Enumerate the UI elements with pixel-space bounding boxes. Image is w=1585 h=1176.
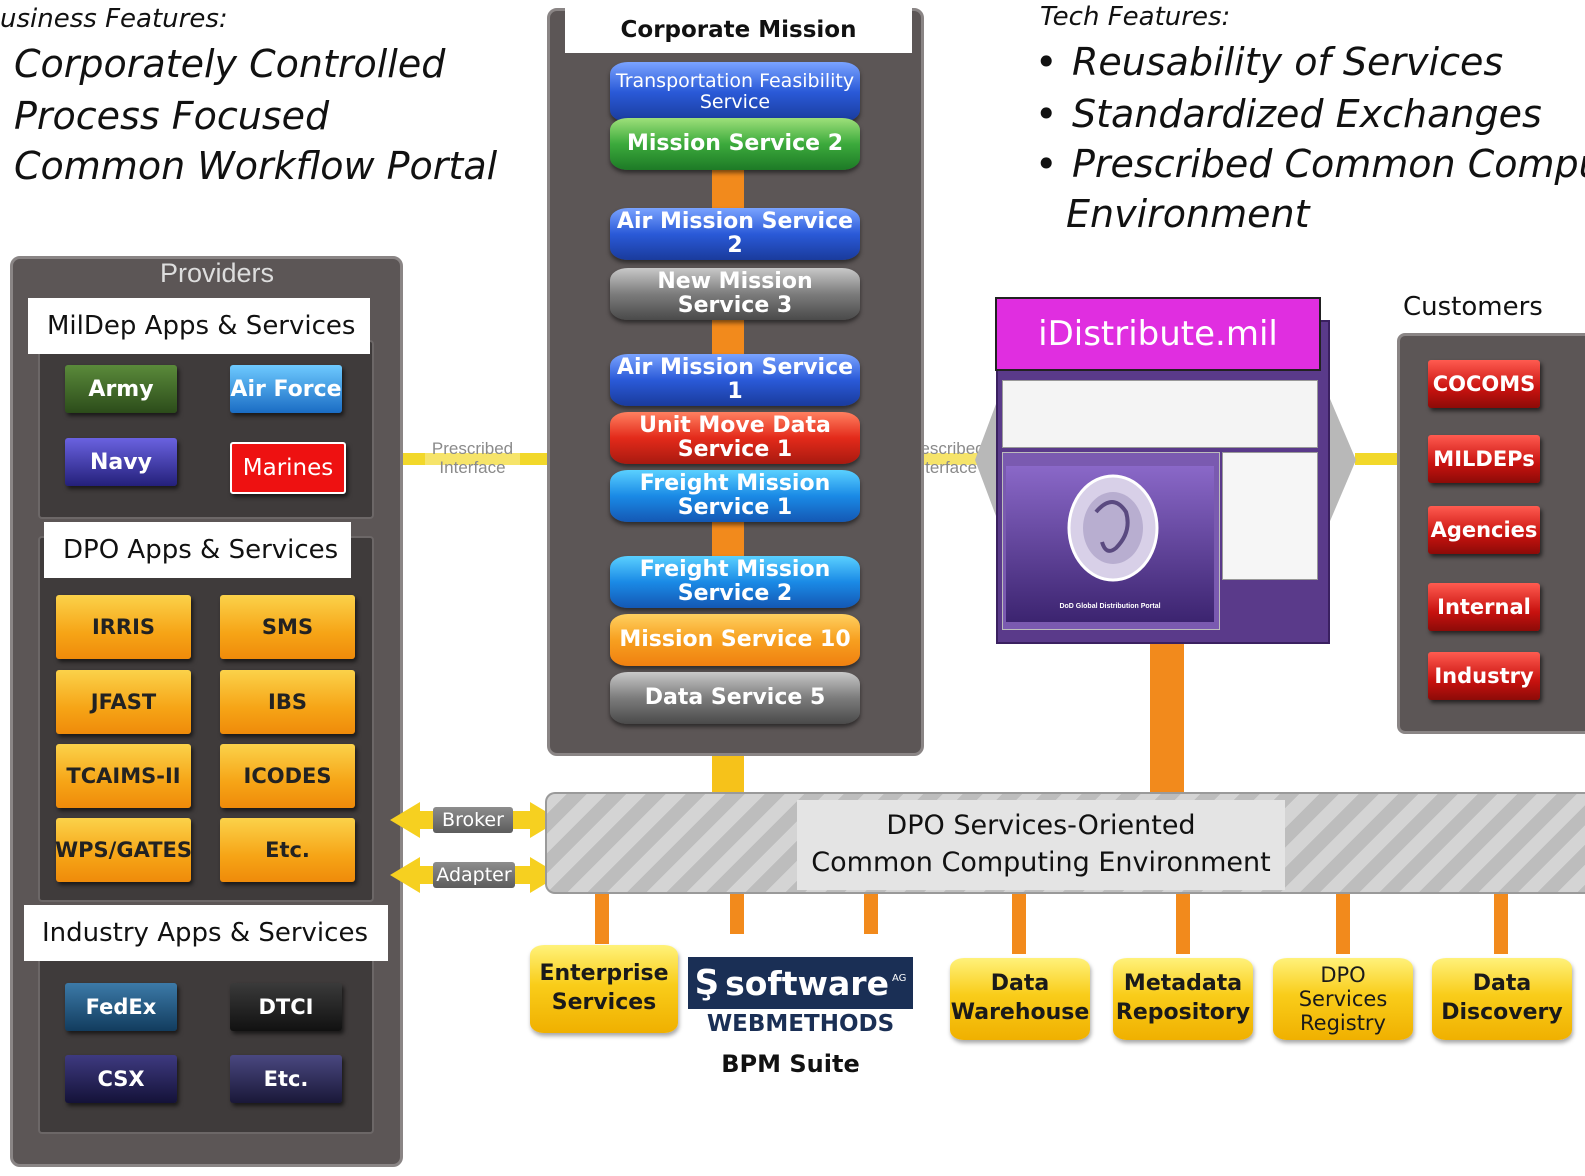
business-feature-item: Common Workflow Portal <box>14 144 498 188</box>
corporate-title: Corporate Mission Services <box>565 8 912 88</box>
customer-cocoms-button[interactable]: COCOMS <box>1428 360 1540 408</box>
tech-feature-bullet: • <box>1035 40 1058 84</box>
repo-connector <box>1012 894 1026 954</box>
service-air-mission-1[interactable]: Air Mission Service 1 <box>610 354 860 406</box>
repo-connector <box>595 894 609 944</box>
customer-mildeps-button[interactable]: MILDEPs <box>1428 435 1540 483</box>
provider-marines-button[interactable]: Marines <box>230 442 346 494</box>
service-data-5[interactable]: Data Service 5 <box>610 672 860 724</box>
soa-label-line1: DPO Services-Oriented <box>886 810 1196 841</box>
customer-industry-button[interactable]: Industry <box>1428 652 1540 700</box>
metadata-repository-db[interactable]: Metadata Repository <box>1113 958 1253 1040</box>
business-feature-item: Process Focused <box>14 94 330 138</box>
mildep-title: MilDep Apps & Services <box>28 298 370 354</box>
prescribed-interface-label-left: Prescribed Interface <box>425 439 520 478</box>
dpo-tcaims-button[interactable]: TCAIMS-II <box>56 744 191 808</box>
adapter-label: Adapter <box>433 862 515 888</box>
dpo-wps-gates-button[interactable]: WPS/GATES <box>55 818 192 882</box>
portal-caption: DoD Global Distribution Portal <box>1059 603 1161 610</box>
industry-fedex-button[interactable]: FedEx <box>65 983 177 1031</box>
tech-feature-item: Environment <box>1066 192 1310 236</box>
soa-label-box <box>797 800 1285 890</box>
industry-apps-title: Industry Apps & Services <box>24 905 388 961</box>
provider-navy-button[interactable]: Navy <box>65 438 177 486</box>
repo-connector <box>730 894 744 934</box>
providers-title: Providers <box>160 258 275 288</box>
soa-label-line2: Common Computing Environment <box>811 847 1271 878</box>
software-brand-text: software <box>725 963 889 1003</box>
bpm-suite-label: BPM Suite <box>721 1050 860 1078</box>
service-unit-move-data-1[interactable]: Unit Move Data Service 1 <box>610 412 860 464</box>
dpo-services-registry-db[interactable]: DPO Services Registry <box>1273 958 1413 1040</box>
dpo-icodes-button[interactable]: ICODES <box>220 744 355 808</box>
repo-connector <box>1494 894 1508 954</box>
repo-connector <box>1176 894 1190 954</box>
tech-feature-item: Reusability of Services <box>1072 40 1504 84</box>
tech-features-title: Tech Features: <box>1040 2 1231 32</box>
distribution-seal-icon <box>1067 474 1159 582</box>
interface-line-customers <box>1355 453 1400 465</box>
industry-dtci-button[interactable]: DTCI <box>230 983 342 1031</box>
provider-air-force-button[interactable]: Air Force <box>230 365 342 413</box>
dpo-sms-button[interactable]: SMS <box>220 595 355 659</box>
broker-label: Broker <box>433 807 513 833</box>
software-s-icon: Ş <box>694 963 720 1003</box>
enterprise-services-db[interactable]: Enterprise Services <box>530 945 678 1033</box>
software-ag-logo: Ş software AG <box>688 957 913 1009</box>
customer-internal-button[interactable]: Internal <box>1428 583 1540 631</box>
webmethods-label: WEBMETHODS <box>706 1011 895 1037</box>
repo-connector <box>1336 894 1350 954</box>
industry-etc-button[interactable]: Etc. <box>230 1055 342 1103</box>
portal-connector <box>1150 638 1184 798</box>
service-air-mission-2[interactable]: Air Mission Service 2 <box>610 208 860 260</box>
industry-apps-box <box>38 950 374 1134</box>
service-mission-2[interactable]: Mission Service 2 <box>610 118 860 170</box>
service-new-mission-3[interactable]: New Mission Service 3 <box>610 268 860 320</box>
portal-signin-panel <box>1222 452 1318 580</box>
customer-agencies-button[interactable]: Agencies <box>1428 506 1540 554</box>
dpo-apps-title: DPO Apps & Services <box>44 522 351 578</box>
data-warehouse-db[interactable]: Data Warehouse <box>950 958 1090 1040</box>
tech-feature-bullet: • <box>1035 142 1058 186</box>
dpo-jfast-button[interactable]: JFAST <box>56 670 191 734</box>
tech-feature-item: Standardized Exchanges <box>1072 92 1542 136</box>
customers-title: Customers <box>1403 292 1543 322</box>
service-connector <box>712 315 744 360</box>
portal-chevron-right <box>1322 380 1356 540</box>
service-mission-10[interactable]: Mission Service 10 <box>610 614 860 666</box>
data-discovery-db[interactable]: Data Discovery <box>1432 958 1572 1040</box>
service-freight-mission-2[interactable]: Freight Mission Service 2 <box>610 556 860 608</box>
business-features-title: usiness Features: <box>0 4 228 34</box>
provider-army-button[interactable]: Army <box>65 365 177 413</box>
business-feature-item: Corporately Controlled <box>14 42 446 86</box>
service-transportation-feasibility[interactable]: Transportation Feasibility Service <box>610 62 860 122</box>
service-freight-mission-1[interactable]: Freight Mission Service 1 <box>610 470 860 522</box>
dpo-ibs-button[interactable]: IBS <box>220 670 355 734</box>
interface-line-left <box>400 453 550 465</box>
tech-feature-bullet: • <box>1035 92 1058 136</box>
portal-title-bar: iDistribute.mil <box>995 297 1321 371</box>
service-connector <box>712 165 744 215</box>
software-ag-text: AG <box>891 972 907 984</box>
tech-feature-item: Prescribed Common Computin <box>1072 142 1585 186</box>
dpo-etc-button[interactable]: Etc. <box>220 818 355 882</box>
industry-csx-button[interactable]: CSX <box>65 1055 177 1103</box>
portal-announcements <box>1002 380 1318 448</box>
repo-connector <box>864 894 878 934</box>
dpo-irris-button[interactable]: IRRIS <box>56 595 191 659</box>
